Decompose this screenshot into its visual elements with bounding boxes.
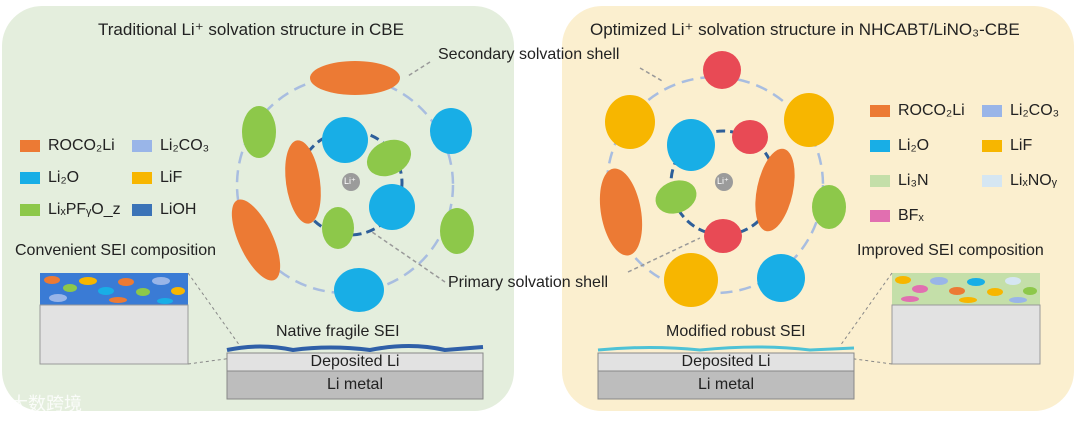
- left-li-metal: [226, 370, 484, 400]
- right-red-molecule: [732, 120, 768, 154]
- legend-swatch: [870, 140, 890, 152]
- right-li-metal: [597, 370, 855, 400]
- right-yellow-molecule: [605, 95, 655, 149]
- left-sei-label: Native fragile SEI: [276, 323, 400, 340]
- left-blue-molecule: [322, 117, 368, 163]
- right-legend-item: ROCO₂Li: [870, 102, 965, 120]
- right-sei-composition-label: Improved SEI composition: [857, 242, 1044, 259]
- right-legend-item: LiₓNOᵧ: [982, 172, 1057, 190]
- legend-swatch: [982, 105, 1002, 117]
- left-title: Traditional Li⁺ solvation structure in C…: [98, 20, 404, 39]
- legend-swatch: [20, 204, 40, 216]
- left-metal-label: Li metal: [326, 376, 384, 393]
- right-metal-label: Li metal: [697, 376, 755, 393]
- left-sei-particle-blobs: [44, 276, 185, 304]
- left-fragile-sei: [226, 344, 484, 353]
- right-yellow-molecule: [784, 93, 834, 147]
- left-green-molecule: [440, 208, 474, 254]
- right-li-ion: [715, 173, 733, 191]
- right-secondary-shell: [605, 75, 825, 295]
- left-blue-molecule: [369, 184, 415, 230]
- right-center-label: Li⁺: [717, 176, 729, 186]
- left-sei-composition-label: Convenient SEI composition: [15, 242, 216, 259]
- right-legend-item: Li₃N: [870, 172, 929, 190]
- right-yellow-molecule: [664, 253, 718, 307]
- legend-swatch: [870, 175, 890, 187]
- right-green-molecule: [812, 185, 846, 229]
- legend-swatch: [870, 210, 890, 222]
- right-legend-item: BFₓ: [870, 207, 924, 225]
- legend-swatch: [132, 204, 152, 216]
- legend-swatch: [982, 140, 1002, 152]
- left-orange-molecule: [310, 61, 400, 95]
- legend-swatch: [132, 140, 152, 152]
- left-green-molecule: [366, 139, 412, 177]
- left-deposited-label: Deposited Li: [310, 353, 400, 370]
- right-red-molecule: [703, 51, 741, 89]
- right-red-molecule: [704, 219, 742, 253]
- legend-swatch: [20, 172, 40, 184]
- left-blue-molecule: [334, 268, 384, 312]
- right-sei-substrate: [891, 304, 1041, 365]
- right-robust-sei: [597, 345, 855, 352]
- primary-shell-label: Primary solvation shell: [448, 274, 609, 291]
- legend-swatch: [870, 105, 890, 117]
- left-green-molecule: [322, 207, 354, 249]
- left-green-molecule: [242, 106, 276, 158]
- watermark: 大数跨境: [10, 394, 82, 414]
- right-sei-label: Modified robust SEI: [666, 323, 806, 340]
- left-legend-item: LiOH: [132, 201, 196, 219]
- left-legend-item: LiF: [132, 169, 182, 187]
- right-green-molecule: [655, 180, 697, 214]
- left-blue-molecule: [430, 108, 472, 154]
- left-sei-substrate: [39, 304, 189, 365]
- left-li-ion: [342, 173, 360, 191]
- left-legend-item: ROCO₂Li: [20, 137, 115, 155]
- legend-swatch: [982, 175, 1002, 187]
- right-legend-item: Li₂O: [870, 137, 929, 155]
- secondary-shell-label: Secondary solvation shell: [438, 46, 620, 63]
- right-blue-molecule: [667, 119, 715, 171]
- right-deposited-label: Deposited Li: [681, 353, 771, 370]
- right-sei-particle-blobs: [895, 276, 1037, 303]
- right-legend-item: LiF: [982, 137, 1032, 155]
- right-orange-molecule: [599, 168, 643, 256]
- right-blue-molecule: [757, 254, 805, 302]
- legend-swatch: [20, 140, 40, 152]
- left-legend-item: Li₂CO₃: [132, 137, 209, 155]
- left-orange-molecule: [285, 140, 321, 224]
- right-title: Optimized Li⁺ solvation structure in NHC…: [590, 20, 1020, 39]
- right-legend-item: Li₂CO₃: [982, 102, 1059, 120]
- left-secondary-shell: [235, 75, 455, 295]
- left-center-label: Li⁺: [344, 176, 356, 186]
- left-orange-molecule: [231, 199, 281, 281]
- left-legend-item: LiₓPFᵧO_z: [20, 201, 121, 219]
- legend-swatch: [132, 172, 152, 184]
- right-orange-molecule: [755, 148, 795, 232]
- left-legend-item: Li₂O: [20, 169, 79, 187]
